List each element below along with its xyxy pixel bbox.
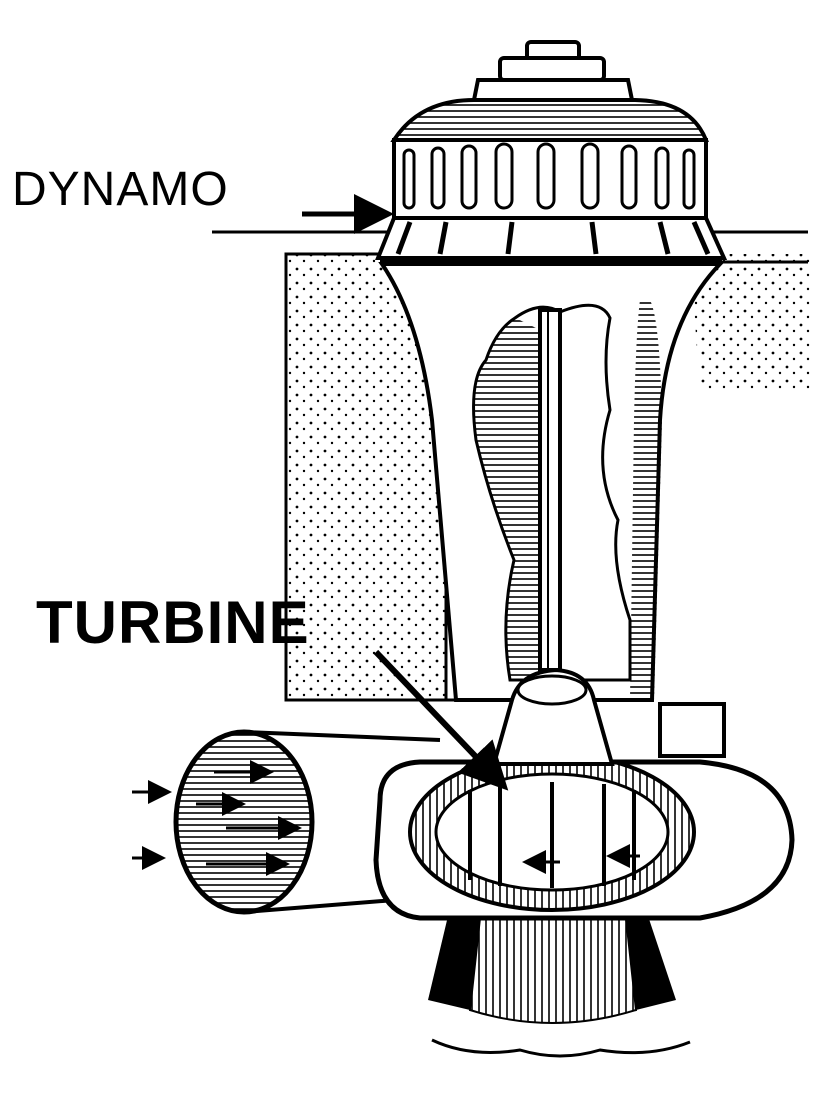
turbine-pointer-arrow (373, 649, 509, 791)
draft-tube (378, 262, 725, 702)
dynamo-housing (375, 40, 728, 265)
water-flow-arrows (132, 760, 302, 876)
dynamo-label: DYNAMO (12, 163, 229, 216)
dynamo-vents (402, 142, 696, 210)
turbine-label: TURBINE (36, 589, 310, 656)
turbine-housing (373, 667, 795, 1058)
